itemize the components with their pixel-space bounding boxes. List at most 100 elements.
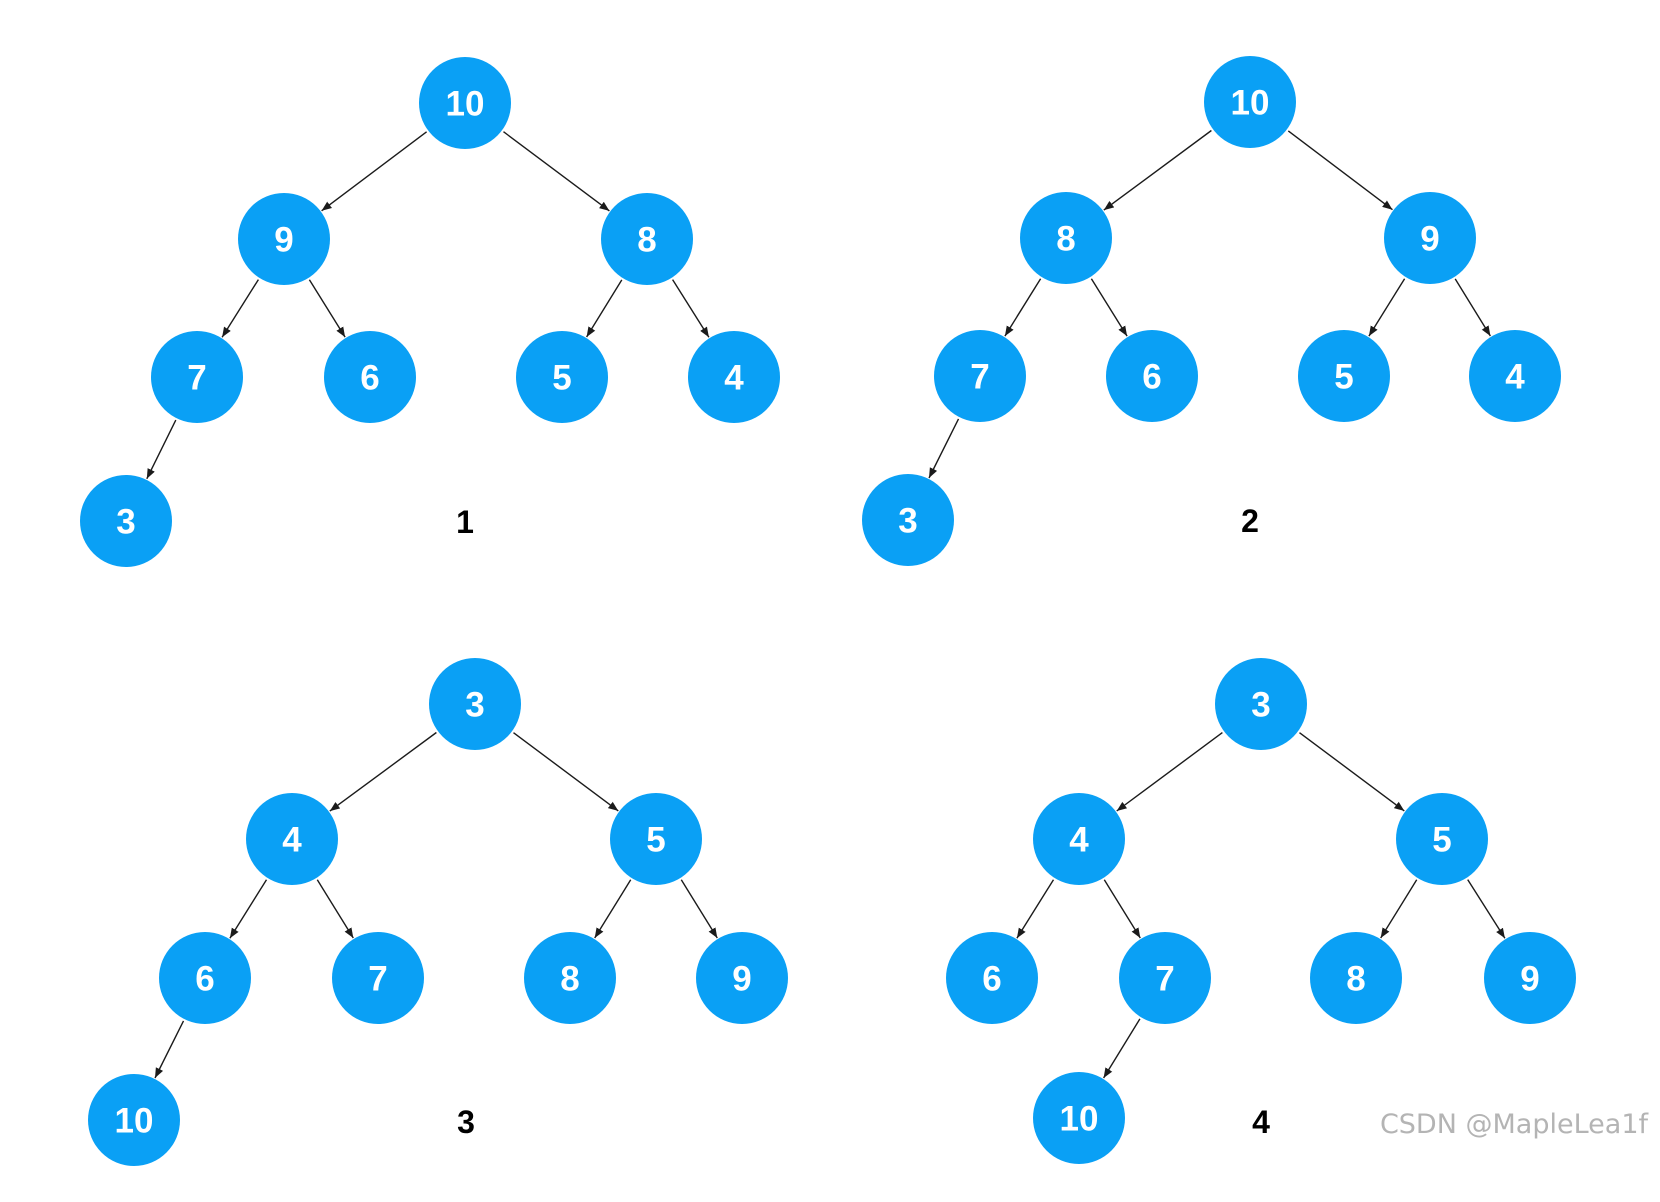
tree-node: 7 <box>934 330 1026 422</box>
node-value: 8 <box>560 960 579 999</box>
node-circle <box>524 932 616 1024</box>
node-circle <box>601 193 693 285</box>
tree-node: 7 <box>1119 932 1211 1024</box>
edge-arrow <box>680 879 718 939</box>
tree-node: 3 <box>80 475 172 567</box>
node-circle <box>1215 658 1307 750</box>
node-circle <box>1033 1072 1125 1164</box>
node-circle <box>946 932 1038 1024</box>
node-value: 9 <box>732 960 751 999</box>
tree-node: 9 <box>238 193 330 285</box>
tree-node: 3 <box>429 658 521 750</box>
tree-node: 4 <box>1033 793 1125 885</box>
node-value: 3 <box>465 686 484 725</box>
edge-arrow <box>513 732 619 812</box>
edge-arrow <box>672 279 710 338</box>
tree-caption: 4 <box>1252 1104 1270 1140</box>
tree-node: 10 <box>1033 1072 1125 1164</box>
node-value: 8 <box>637 221 656 260</box>
tree-3: 3 4 5 6 7 8 9 10 3 <box>88 658 788 1166</box>
node-value: 7 <box>187 359 206 398</box>
node-circle <box>1119 932 1211 1024</box>
node-value: 4 <box>724 359 744 398</box>
node-value: 3 <box>116 503 135 542</box>
tree-node: 9 <box>696 932 788 1024</box>
tree-node: 3 <box>862 474 954 566</box>
node-circle <box>696 932 788 1024</box>
node-circle <box>934 330 1026 422</box>
node-circle <box>151 331 243 423</box>
edge-arrow <box>1103 879 1141 939</box>
node-circle <box>332 932 424 1024</box>
edge-arrow <box>229 879 268 939</box>
node-circle <box>1033 793 1125 885</box>
node-value: 6 <box>1142 358 1161 397</box>
node-circle <box>80 475 172 567</box>
node-circle <box>1020 192 1112 284</box>
edge-arrow <box>928 418 960 479</box>
tree-node: 10 <box>1204 56 1296 148</box>
tree-node: 6 <box>159 932 251 1024</box>
edge-arrow <box>221 279 259 338</box>
tree-node: 5 <box>516 331 608 423</box>
node-circle <box>238 193 330 285</box>
node-value: 9 <box>1420 220 1439 259</box>
tree-node: 9 <box>1384 192 1476 284</box>
edge-arrow <box>1368 278 1406 337</box>
node-circle <box>516 331 608 423</box>
node-value: 8 <box>1346 960 1365 999</box>
node-circle <box>1310 932 1402 1024</box>
node-value: 10 <box>1231 84 1270 123</box>
tree-1: 10 9 8 7 6 5 4 3 1 <box>80 57 780 567</box>
edge-arrow <box>1287 130 1393 211</box>
node-value: 4 <box>1505 358 1525 397</box>
tree-node: 9 <box>1484 932 1576 1024</box>
tree-node: 6 <box>324 331 416 423</box>
tree-node: 3 <box>1215 658 1307 750</box>
tree-node: 7 <box>332 932 424 1024</box>
node-value: 10 <box>115 1102 154 1141</box>
node-value: 5 <box>1334 358 1353 397</box>
tree-node: 7 <box>151 331 243 423</box>
edge-arrow <box>329 731 437 812</box>
tree-node: 4 <box>688 331 780 423</box>
node-circle <box>1204 56 1296 148</box>
node-value: 6 <box>982 960 1001 999</box>
node-value: 7 <box>970 358 989 397</box>
node-value: 9 <box>1520 960 1539 999</box>
node-circle <box>159 932 251 1024</box>
node-value: 8 <box>1056 220 1075 259</box>
node-value: 9 <box>274 221 293 260</box>
watermark: CSDN @MapleLea1f <box>1379 1109 1648 1140</box>
node-value: 7 <box>1155 960 1174 999</box>
edge-arrow <box>1004 278 1042 337</box>
edge-arrow <box>1116 732 1223 812</box>
edge-arrow <box>154 1020 185 1079</box>
node-circle <box>429 658 521 750</box>
node-value: 5 <box>646 821 665 860</box>
edge-arrow <box>1454 278 1491 337</box>
node-value: 6 <box>195 960 214 999</box>
edge-arrow <box>1090 278 1128 337</box>
node-circle <box>688 331 780 423</box>
tree-caption: 1 <box>456 504 474 540</box>
tree-node: 5 <box>1396 793 1488 885</box>
tree-node: 4 <box>246 793 338 885</box>
node-circle <box>1484 932 1576 1024</box>
node-value: 3 <box>1251 686 1270 725</box>
tree-node: 5 <box>1298 330 1390 422</box>
tree-node: 8 <box>524 932 616 1024</box>
node-circle <box>246 793 338 885</box>
node-value: 4 <box>282 821 302 860</box>
tree-node: 8 <box>1020 192 1112 284</box>
edge-arrow <box>1103 129 1212 211</box>
node-value: 10 <box>446 85 485 124</box>
node-value: 3 <box>898 502 917 541</box>
tree-node: 5 <box>610 793 702 885</box>
tree-caption: 3 <box>457 1104 475 1140</box>
node-value: 4 <box>1069 821 1089 860</box>
node-circle <box>1298 330 1390 422</box>
edge-arrow <box>1467 879 1506 939</box>
node-value: 6 <box>360 359 379 398</box>
